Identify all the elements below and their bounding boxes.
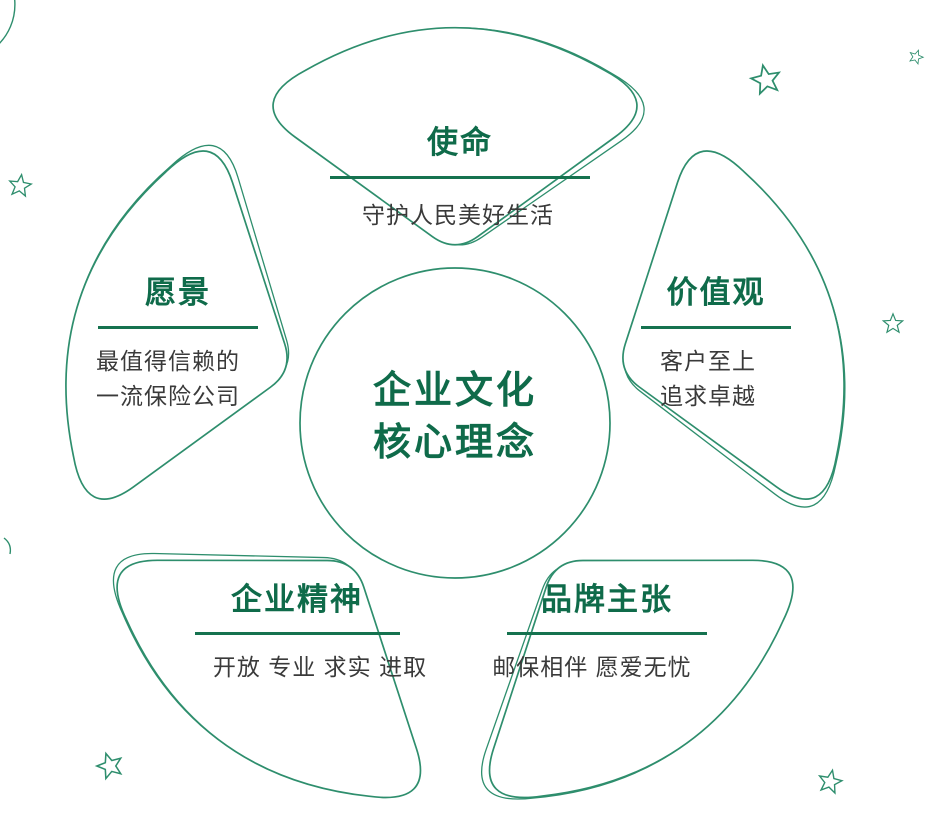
center-circle	[299, 267, 611, 579]
petal-mission	[272, 26, 638, 246]
petal-vision	[65, 150, 288, 500]
values-subtitle-line2: 追求卓越	[660, 383, 756, 409]
mission-title-underline	[330, 176, 590, 179]
sparkle-star-icon	[93, 748, 126, 781]
values-subtitle: 客户至上 追求卓越	[558, 344, 858, 414]
values-subtitle-line1: 客户至上	[660, 348, 756, 374]
brand-title-underline	[507, 632, 707, 635]
vision-title-underline	[98, 326, 258, 329]
spirit-title-underline	[195, 632, 400, 635]
values-title-underline	[641, 326, 791, 329]
spirit-subtitle: 开放 专业 求实 进取	[212, 654, 428, 680]
center-title-line1: 企业文化	[372, 370, 537, 412]
corner-arc-icon	[0, 0, 16, 44]
mission-subtitle: 守护人民美好生活	[362, 202, 554, 228]
sparkle-star-icon	[882, 313, 904, 333]
sparkle-star-icon	[907, 47, 925, 66]
spirit-title: 企业精神	[231, 582, 363, 617]
sparkle-star-icon	[7, 172, 33, 198]
petal-values	[622, 150, 845, 500]
mission-title: 使命	[427, 125, 493, 160]
small-arc-icon	[3, 537, 12, 555]
brand-subtitle: 邮保相伴 愿爱无忧	[492, 654, 692, 680]
vision-title: 愿景	[145, 275, 211, 310]
petal-spirit	[116, 559, 422, 799]
vision-subtitle-line2: 一流保险公司	[96, 383, 240, 409]
sparkle-star-icon	[748, 61, 784, 96]
center-title-line2: 核心理念	[372, 422, 537, 464]
sparkle-star-icon	[816, 767, 845, 795]
center-title: 企业文化 核心理念	[305, 365, 605, 469]
brand-title: 品牌主张	[541, 582, 673, 617]
vision-subtitle-line1: 最值得信赖的	[96, 348, 240, 374]
vision-subtitle: 最值得信赖的 一流保险公司	[18, 344, 318, 414]
values-title: 价值观	[666, 275, 766, 310]
petal-brand	[488, 559, 794, 799]
